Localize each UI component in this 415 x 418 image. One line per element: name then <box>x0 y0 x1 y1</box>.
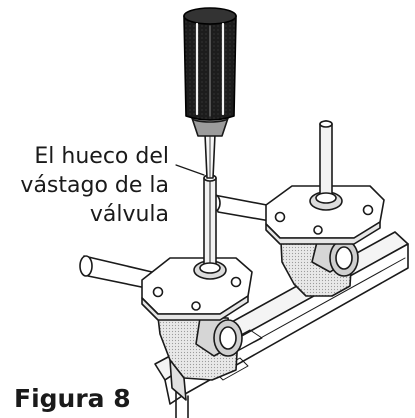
figure-label: Figura 8 <box>14 384 131 413</box>
screwdriver-icon <box>183 7 237 179</box>
front-valve <box>79 174 253 401</box>
callout-line-1: El hueco del <box>34 144 169 169</box>
leader-line <box>175 164 205 176</box>
callout-line-3: válvula <box>89 202 169 227</box>
stem-hollow-callout: El hueco del vástago de la válvula <box>0 142 169 229</box>
rear-valve <box>209 120 385 297</box>
callout-line-2: vástago de la <box>20 173 169 198</box>
